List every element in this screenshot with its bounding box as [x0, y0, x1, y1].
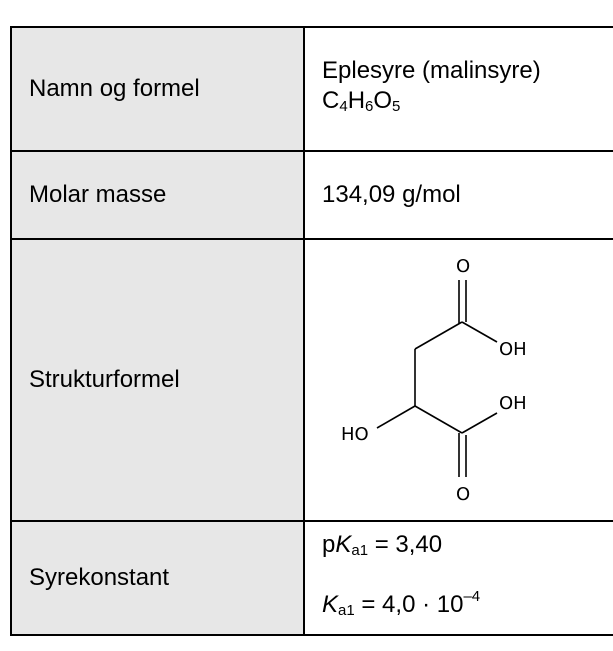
- group-oh-upper: OH: [499, 339, 527, 360]
- group-oh-lower: OH: [499, 393, 527, 414]
- pka-k: K: [335, 531, 352, 558]
- formula-c: C: [322, 87, 340, 114]
- acid-constant-cell: pKa1 = 3,40 Ka1 = 4,0 · 10–4: [303, 520, 613, 636]
- row-label-name-formula: Namn og formel: [10, 26, 305, 152]
- atom-o-bottom: O: [456, 484, 470, 505]
- bond-c3-c4: [414, 405, 463, 434]
- table-row-name-formula: Namn og formel Eplesyre (malinsyre) C4H6…: [10, 26, 613, 152]
- table-row-structure: Strukturformel: [10, 238, 613, 522]
- structure-cell: O OH OH HO O: [303, 238, 613, 522]
- bond-c4-oh: [461, 412, 498, 434]
- ka-k: K: [322, 591, 339, 618]
- molar-mass-value: 134,09 g/mol: [303, 150, 613, 240]
- ka-exponent: –4: [463, 588, 481, 605]
- bond-c3-ho: [376, 405, 416, 429]
- ka-value: = 4,0 · 10: [354, 591, 464, 618]
- structural-formula-diagram: O OH OH HO O: [341, 256, 527, 505]
- pka-sub: a1: [351, 542, 369, 559]
- formula-h-count: 6: [365, 98, 374, 115]
- group-ho: HO: [341, 424, 369, 445]
- bond-c1-oh: [461, 321, 498, 343]
- formula-o: O: [373, 87, 393, 114]
- ka-line: Ka1 = 4,0 · 10–4: [322, 574, 613, 634]
- bond-c1-c2: [414, 321, 463, 350]
- table-row-acid-constant: Syrekonstant pKa1 = 3,40 Ka1 = 4,0 · 10–…: [10, 520, 613, 636]
- formula-h: H: [347, 87, 366, 114]
- row-label-acid-constant: Syrekonstant: [10, 520, 305, 636]
- pka-value: = 3,40: [368, 531, 443, 558]
- formula-o-count: 5: [392, 98, 401, 115]
- formula-c-count: 4: [339, 98, 348, 115]
- pka-p: p: [322, 531, 336, 558]
- pka-line: pKa1 = 3,40: [322, 522, 613, 574]
- row-label-molar-mass: Molar masse: [10, 150, 305, 240]
- atom-o-top: O: [456, 256, 470, 277]
- ka-sub: a1: [338, 602, 355, 619]
- malic-acid-data-table: Namn og formel Eplesyre (malinsyre) C4H6…: [10, 26, 613, 636]
- compound-name: Eplesyre (malinsyre): [322, 57, 541, 84]
- row-label-structure: Strukturformel: [10, 238, 305, 522]
- bond-lines: [376, 280, 498, 477]
- name-formula-cell: Eplesyre (malinsyre) C4H6O5: [303, 26, 613, 152]
- table-row-molar-mass: Molar masse 134,09 g/mol: [10, 150, 613, 240]
- molecular-formula: C4H6O5: [322, 86, 613, 122]
